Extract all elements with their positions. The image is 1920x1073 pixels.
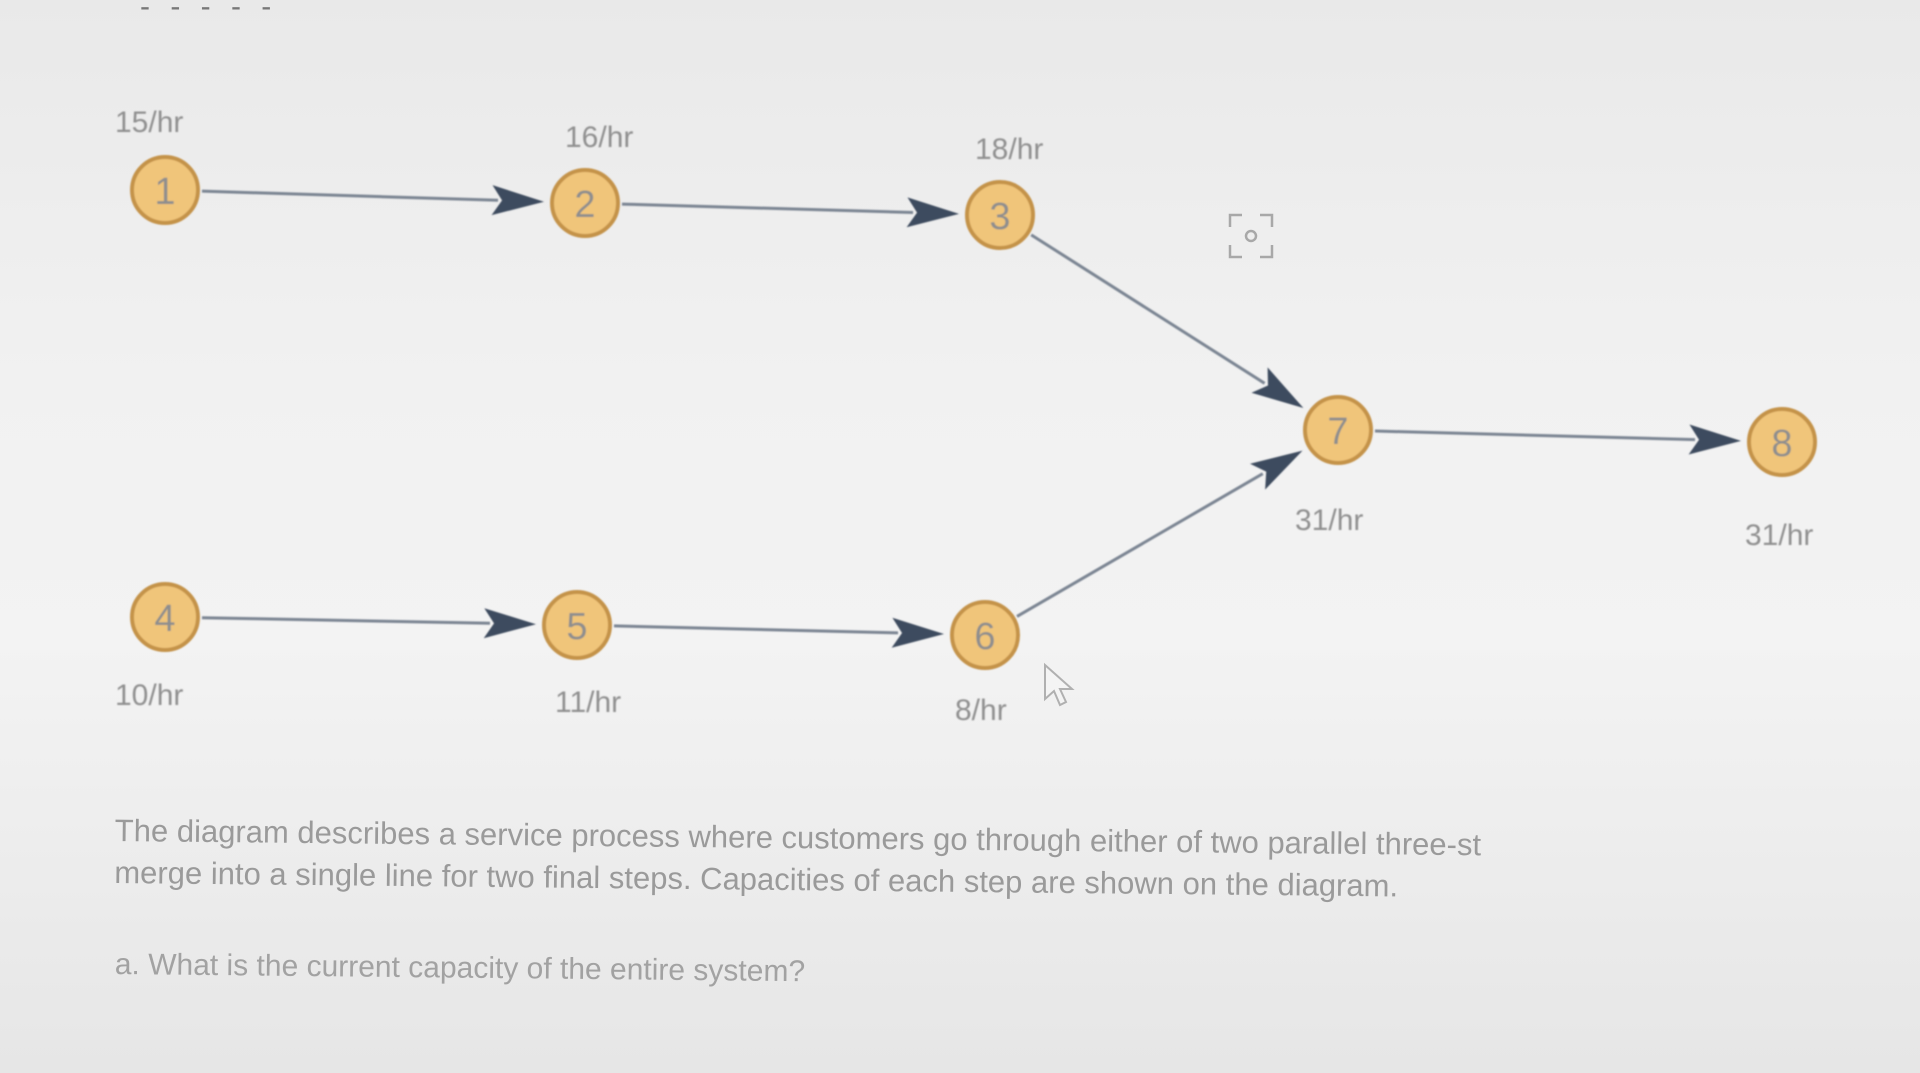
- node-circle-5: [542, 590, 612, 660]
- node-circle-1: [130, 155, 200, 225]
- diagram-edges: [201, 185, 1742, 648]
- node-2: 2: [550, 168, 620, 238]
- edge-7-to-8: [1374, 429, 1696, 442]
- edge-4-to-5: [201, 616, 491, 625]
- arrowhead-4-to-5: [483, 608, 537, 639]
- arrowhead-1-to-2: [491, 185, 545, 216]
- node-number-2: 2: [574, 184, 595, 226]
- node-circle-7: [1303, 395, 1373, 465]
- node-8: 8: [1747, 407, 1817, 477]
- node-number-5: 5: [566, 606, 587, 648]
- edge-3-to-7: [1030, 233, 1266, 385]
- node-7: 7: [1303, 395, 1373, 465]
- node-circle-8: [1747, 407, 1817, 477]
- node-3: 3: [965, 180, 1035, 250]
- node-number-3: 3: [989, 196, 1010, 238]
- node-5: 5: [542, 590, 612, 660]
- node-circle-4: [130, 582, 200, 652]
- rate-label-node-5: 11/hr: [555, 686, 621, 719]
- node-number-6: 6: [974, 616, 995, 658]
- edge-5-to-6: [613, 624, 899, 635]
- node-circle-2: [550, 168, 620, 238]
- node-circle-3: [965, 180, 1035, 250]
- rate-label-node-1: 15/hr: [115, 106, 183, 139]
- edge-2-to-3: [621, 202, 914, 214]
- rate-label-node-6: 8/hr: [955, 694, 1007, 727]
- arrowhead-7-to-8: [1688, 424, 1742, 455]
- edge-6-to-7: [1016, 472, 1264, 618]
- arrowhead-2-to-3: [906, 197, 960, 228]
- rate-label-node-7: 31/hr: [1295, 504, 1363, 537]
- focus-frame-icon[interactable]: [1228, 213, 1274, 259]
- diagram-nodes: 1 2 3 4 5 6 7 8: [130, 155, 1817, 670]
- arrowhead-3-to-7: [1251, 367, 1304, 408]
- node-number-8: 8: [1771, 423, 1792, 465]
- node-number-1: 1: [154, 171, 175, 213]
- arrowhead-6-to-7: [1250, 450, 1303, 490]
- rate-label-node-3: 18/hr: [975, 133, 1043, 166]
- node-number-4: 4: [154, 598, 175, 640]
- question-a: a. What is the current capacity of the e…: [114, 948, 806, 989]
- node-1: 1: [130, 155, 200, 225]
- cropped-heading-fragment: - - - - -: [140, 0, 278, 23]
- mouse-pointer-icon: [1044, 662, 1075, 707]
- rate-label-node-8: 31/hr: [1745, 519, 1813, 552]
- rate-label-node-4: 10/hr: [115, 679, 183, 712]
- node-4: 4: [130, 582, 200, 652]
- diagram-rate-labels: 15/hr 16/hr 18/hr 10/hr 11/hr 8/hr 31/hr 31/hr: [115, 106, 1813, 727]
- arrowhead-5-to-6: [891, 617, 945, 648]
- rate-label-node-2: 16/hr: [565, 121, 633, 154]
- node-number-7: 7: [1327, 411, 1348, 453]
- node-circle-6: [950, 600, 1020, 670]
- edge-1-to-2: [201, 189, 499, 202]
- node-6: 6: [950, 600, 1020, 670]
